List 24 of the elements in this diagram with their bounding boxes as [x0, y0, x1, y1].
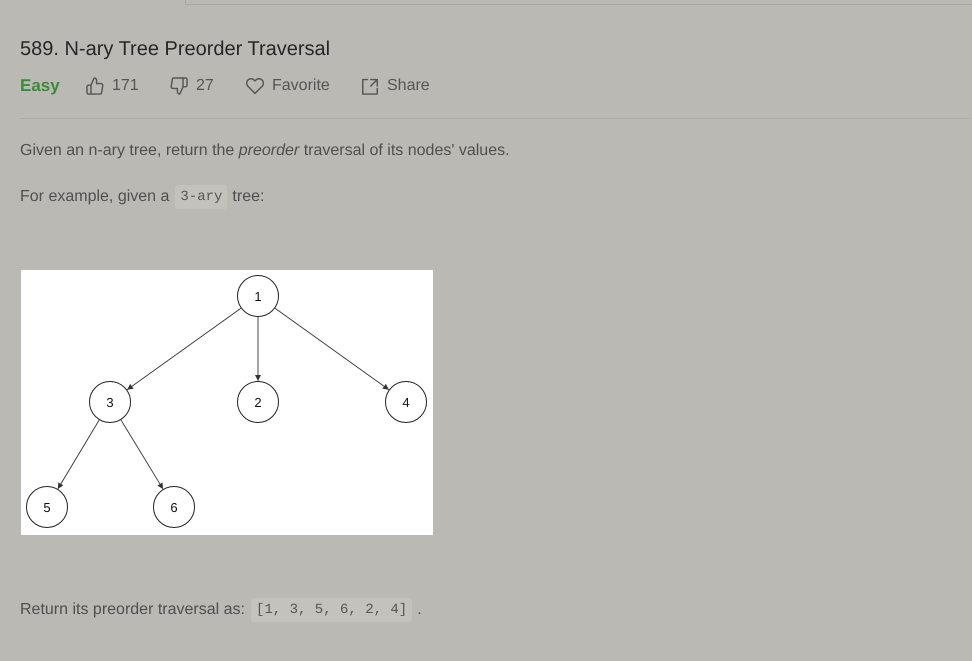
- arrow: [274, 308, 390, 390]
- tree-node: 5: [26, 486, 68, 528]
- problem-title: 589. N-ary Tree Preorder Traversal: [20, 37, 330, 61]
- inline-code: [1, 3, 5, 6, 2, 4]: [250, 598, 412, 622]
- inline-code: 3-ary: [175, 185, 228, 209]
- tree-node: 1: [237, 275, 279, 317]
- share-button: Share: [361, 76, 430, 96]
- tree-node: 4: [385, 381, 427, 423]
- result-text: .: [417, 600, 422, 620]
- description-text: Given an n-ary tree, return the preorder traversal of its nodes' values.: [20, 141, 510, 161]
- arrow: [120, 419, 164, 490]
- difficulty-label: Easy: [20, 76, 60, 96]
- example-text: tree:: [232, 187, 264, 207]
- result-text: Return its preorder traversal as:: [20, 600, 245, 620]
- arrow: [57, 420, 100, 490]
- tree-node: 6: [153, 486, 195, 528]
- favorite-button: Favorite: [246, 76, 330, 96]
- arrow: [255, 316, 261, 382]
- arrow: [126, 308, 242, 390]
- like-button: 171: [86, 76, 139, 96]
- example-text: For example, given a: [20, 187, 170, 207]
- tree-node: 2: [237, 381, 279, 423]
- dislike-button: 27: [170, 76, 214, 96]
- tree-node: 3: [89, 381, 131, 423]
